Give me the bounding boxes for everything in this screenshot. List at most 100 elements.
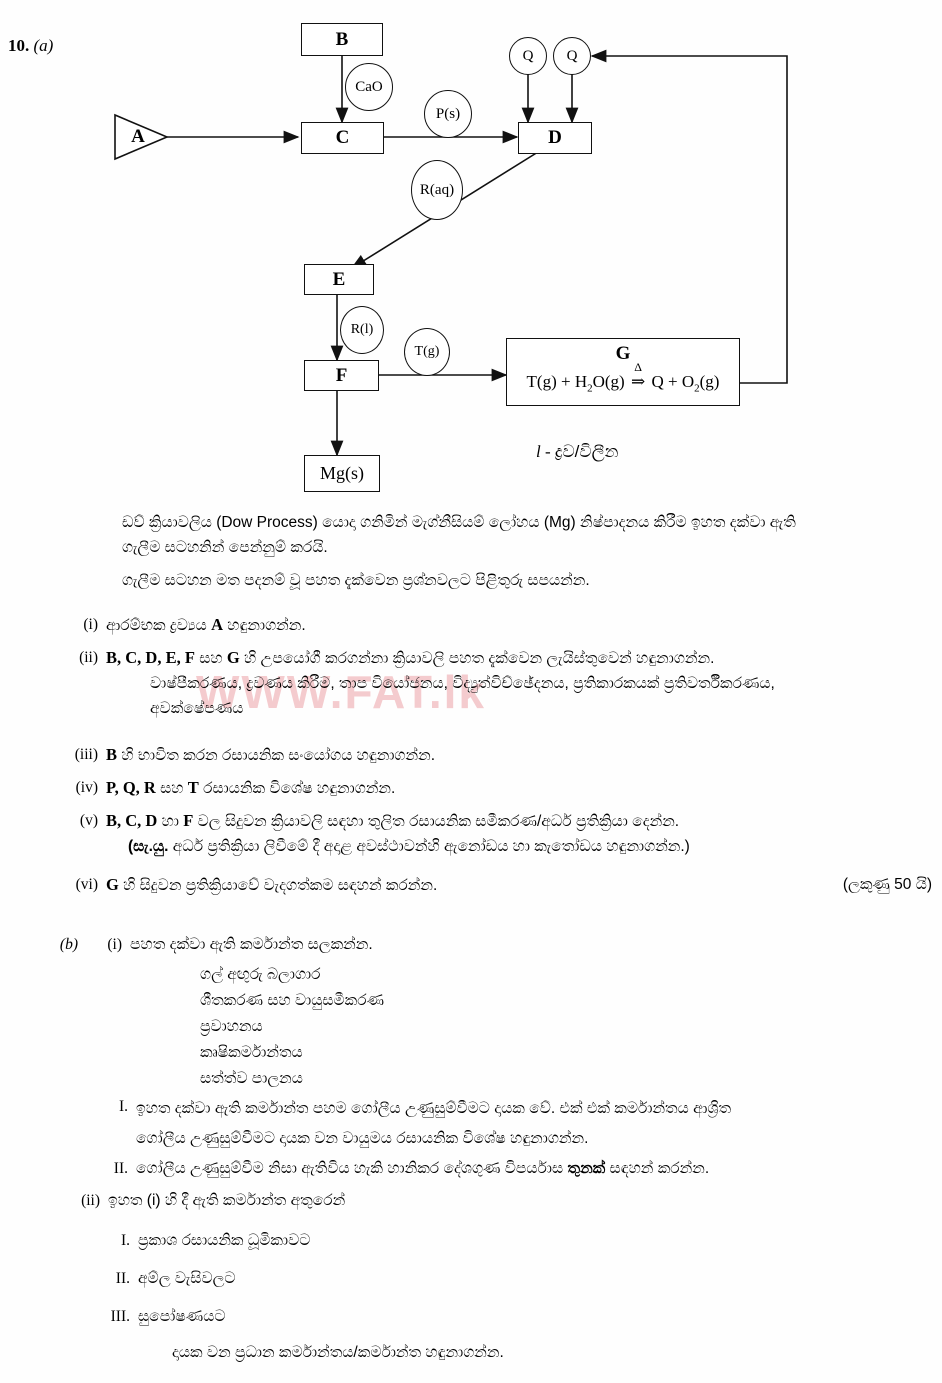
reagent-p-solid: P(s) xyxy=(424,90,472,138)
node-g-label: G xyxy=(615,343,631,364)
node-e: E xyxy=(304,264,374,295)
g-eq-right-rest: (g) xyxy=(699,372,720,391)
part-a-instruction: ගැලීම සටහන මත පදනම් වූ පහත දැක්වෙන ප්‍රශ… xyxy=(122,572,590,589)
reagent-cao-label: CaO xyxy=(355,78,383,95)
item-text-mid: හා xyxy=(157,813,184,830)
part-b-ii-sub-i: I. ප්‍රකාශ රසායනික ධූමිකාවට xyxy=(98,1228,938,1253)
legend-text: ද්‍රව/විලීන xyxy=(554,442,619,461)
node-d: D xyxy=(518,122,592,154)
reagent-p-label: P(s) xyxy=(435,105,461,122)
reagent-t-gas: T(g) xyxy=(404,328,450,376)
node-e-label: E xyxy=(332,268,346,290)
item-note-text: අර්ධ ප්‍රතික්‍රියා ලිවීමේ දී අදාළ අවස්ථා… xyxy=(168,838,690,855)
watermark: WWW.FAT.lk xyxy=(196,666,487,718)
item-text-mid: සහ xyxy=(194,650,227,667)
node-mg-product: Mg(s) xyxy=(304,455,380,492)
item-text-post: වල සිදුවන ක්‍රියාවලි සඳහා තුලිත රසායනික … xyxy=(193,813,680,830)
node-a-label: A xyxy=(131,126,145,147)
item-symbol: B xyxy=(106,745,118,764)
dow-process-flow-diagram: A B C D E F Mg(s) G T(g) + H2O( xyxy=(0,0,942,505)
item-main-line: B, C, D හා F වල සිදුවන ක්‍රියාවලි සඳහා ත… xyxy=(106,808,938,834)
item-symbol: B, C, D xyxy=(106,811,158,830)
item-marker: (ii) xyxy=(79,649,98,666)
g-eq-arrow: Δ⇒ xyxy=(630,360,646,391)
node-b: B xyxy=(301,23,383,56)
part-b-ii-text: ඉහත (i) හි දී ඇති කර්මාන්ත අතුරෙන් xyxy=(108,1192,346,1209)
diagram-legend: l - ද්‍රව/විලීන xyxy=(536,442,618,462)
part-b-i-text: පහත දක්වා ඇති කර්මාන්ත සලකන්න. xyxy=(130,936,373,953)
item-text-post: හි භාවිත කරන රසායනික සංයෝගය හඳුනාගන්න. xyxy=(117,747,435,764)
g-eq-delta: Δ xyxy=(634,360,642,374)
item-body: B, C, D හා F වල සිදුවන ක්‍රියාවලි සඳහා ත… xyxy=(106,808,938,859)
part-a-intro: ඩව් ක්‍රියාවලිය (Dow Process) යොදා ගනිමි… xyxy=(122,510,932,560)
item-marker: (iv) xyxy=(75,779,98,796)
list-item: සත්ත්ව පාලනය xyxy=(200,1070,303,1087)
item-body: ආරම්භක ද්‍රව්‍යය A හඳුනාගන්න. xyxy=(106,612,928,638)
list-item: ගල් අඟුරු බලාගාර xyxy=(200,966,321,983)
item-body: B, C, D, E, F සහ G හි උපයෝගී කරගන්නා ක්‍… xyxy=(106,645,938,721)
part-a-item-iv: (iv) P, Q, R සහ T රසායනික විශේෂ හඳුනාගන්… xyxy=(58,775,928,801)
node-g-equation: T(g) + H2O(g) Δ⇒ Q + O2(g) xyxy=(527,360,720,395)
question-number: 10. (a) xyxy=(8,36,53,56)
item-symbol-2: F xyxy=(183,811,194,830)
item-marker: II. xyxy=(115,1270,130,1287)
item-marker: (i) xyxy=(83,616,98,633)
reagent-r-aqueous: R(aq) xyxy=(411,160,463,220)
reagent-q2-label: Q xyxy=(566,47,578,64)
part-b-ii-marker: (ii) xyxy=(81,1192,100,1209)
item-symbol: G xyxy=(106,875,119,894)
item-note-bold: (සැ.යු. xyxy=(128,838,169,855)
node-c-label: C xyxy=(335,127,350,148)
legend-symbol: l xyxy=(536,442,541,461)
item-line-1: ඉහත දක්වා ඇති කර්මාන්ත පහම ගෝලීය උණුසුම්… xyxy=(136,1100,732,1117)
part-b-ii-closing: දායක වන ප්‍රධාන කර්මාන්තය/කර්මාන්ත හඳුනා… xyxy=(172,1344,504,1361)
reagent-r-l-label: R(l) xyxy=(350,322,374,337)
part-b-roman-ii: II. ගෝලීය උණුසුම්වීම නිසා ඇතිවිය හැකි හා… xyxy=(98,1156,938,1181)
item-marker: II. xyxy=(113,1160,128,1177)
part-a-item-i: (i) ආරම්භක ද්‍රව්‍යය A හඳුනාගන්න. xyxy=(58,612,928,638)
item-body: P, Q, R සහ T රසායනික විශේෂ හඳුනාගන්න. xyxy=(106,775,928,801)
reagent-r-aq-label: R(aq) xyxy=(419,181,455,198)
legend-dash: - xyxy=(544,442,551,461)
item-text-post: හඳුනාගන්න. xyxy=(223,617,306,634)
g-eq-right: Q + O xyxy=(651,372,695,391)
question-number-text: 10. xyxy=(8,36,30,55)
item-text-post: රසායනික විශේෂ හඳුනාගන්න. xyxy=(198,780,396,797)
list-item: ප්‍රවාහනය xyxy=(200,1018,263,1035)
item-body: ඉහත දක්වා ඇති කර්මාන්ත පහම ගෝලීය උණුසුම්… xyxy=(136,1094,938,1154)
diagram-connectors xyxy=(167,49,788,457)
item-text-pre: ආරම්භක ද්‍රව්‍යය xyxy=(106,617,212,634)
item-marker: (iii) xyxy=(74,746,98,763)
item-text-post: සඳහන් කරන්න. xyxy=(605,1160,710,1177)
item-body: ගෝලීය උණුසුම්වීම නිසා ඇතිවිය හැකි හානිකර… xyxy=(136,1156,938,1181)
g-eq-right-sub: 2 xyxy=(694,382,700,395)
item-marker: I. xyxy=(120,1232,130,1249)
reagent-q-second: Q xyxy=(553,37,591,75)
item-main-line: B, C, D, E, F සහ G හි උපයෝගී කරගන්නා ක්‍… xyxy=(106,645,938,671)
item-symbol: A xyxy=(211,615,223,634)
part-a-item-ii: (ii) B, C, D, E, F සහ G හි උපයෝගී කරගන්න… xyxy=(58,645,938,721)
reagent-q1-label: Q xyxy=(522,47,534,64)
item-body: G හි සිදුවන ප්‍රතික්‍රියාවේ වැදගත්කම සඳහ… xyxy=(106,872,928,898)
node-c: C xyxy=(301,122,384,154)
item-text-pre: ගෝලීය උණුසුම්වීම නිසා ඇතිවිය හැකි හානිකර… xyxy=(136,1160,568,1177)
item-note-line: (සැ.යු. අර්ධ ප්‍රතික්‍රියා ලිවීමේ දී අදා… xyxy=(128,834,938,859)
reagent-t-g-label: T(g) xyxy=(414,344,440,359)
item-text-post: හි උපයෝගී කරගන්නා ක්‍රියාවලි පහත දැක්වෙන… xyxy=(239,650,715,667)
item-symbol-2: G xyxy=(226,648,240,667)
item-marker: (vi) xyxy=(75,876,98,893)
item-body: සුපෝෂණයට xyxy=(138,1308,226,1325)
node-mg-label: Mg(s) xyxy=(320,463,364,483)
part-b-ii-row: (ii) ඉහත (i) හි දී ඇති කර්මාන්ත අතුරෙන් xyxy=(58,1188,928,1213)
part-b-label: (b) xyxy=(59,936,78,953)
node-g: G T(g) + H2O(g) Δ⇒ Q + O2(g) xyxy=(506,338,740,406)
reagent-q-first: Q xyxy=(509,37,547,75)
part-a-intro-line1: ඩව් ක්‍රියාවලිය (Dow Process) යොදා ගනිමි… xyxy=(122,514,796,531)
part-b-ii-sub-ii: II. අම්ල වැසිවලට xyxy=(98,1266,938,1291)
marks-allocation: (ලකුණු 50 යි) xyxy=(842,876,932,893)
item-marker: I. xyxy=(118,1098,128,1115)
part-a-label: (a) xyxy=(33,36,54,55)
node-b-label: B xyxy=(335,28,349,50)
item-sub-line-1: වාෂ්පීකරණය, ද්‍රවණය කිරීම, තාප වියෝජනය, … xyxy=(150,675,775,692)
